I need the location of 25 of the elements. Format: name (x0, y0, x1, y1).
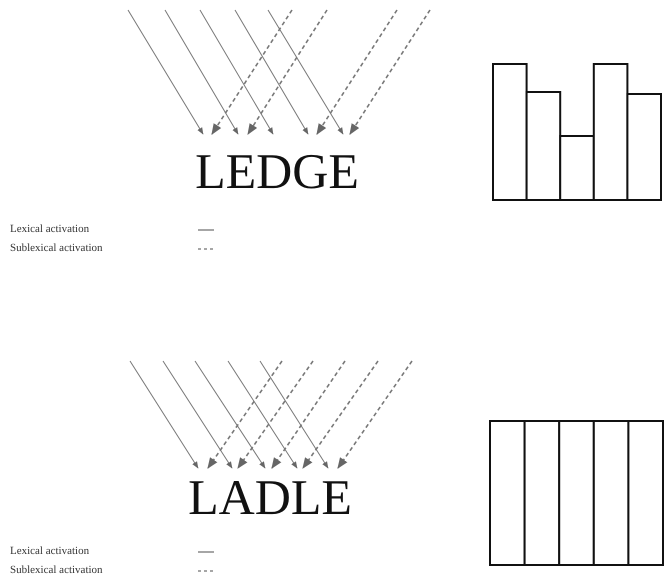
arrow (271, 360, 346, 469)
arrow (211, 10, 293, 135)
arrow (200, 10, 274, 135)
arrow (228, 360, 298, 469)
arrow (337, 360, 413, 469)
legend-label: Sublexical activation (10, 565, 103, 576)
arrow (128, 10, 204, 135)
arrow (207, 360, 283, 469)
arrow (260, 360, 328, 469)
arrow (130, 360, 198, 469)
legend-label: Lexical activation (10, 546, 90, 557)
arrow (316, 10, 398, 135)
arrow (268, 10, 344, 135)
arrow (234, 10, 308, 135)
arrow (247, 10, 328, 135)
arrow (302, 360, 379, 469)
legend-label: Lexical activation (10, 224, 90, 235)
arrow (194, 360, 266, 469)
word-label: LADLE (188, 472, 352, 522)
arrow (237, 360, 314, 469)
arrow (164, 10, 238, 135)
arrow (349, 10, 431, 135)
arrow (162, 360, 232, 469)
word-label: LEDGE (195, 146, 359, 196)
legend-label: Sublexical activation (10, 243, 103, 254)
